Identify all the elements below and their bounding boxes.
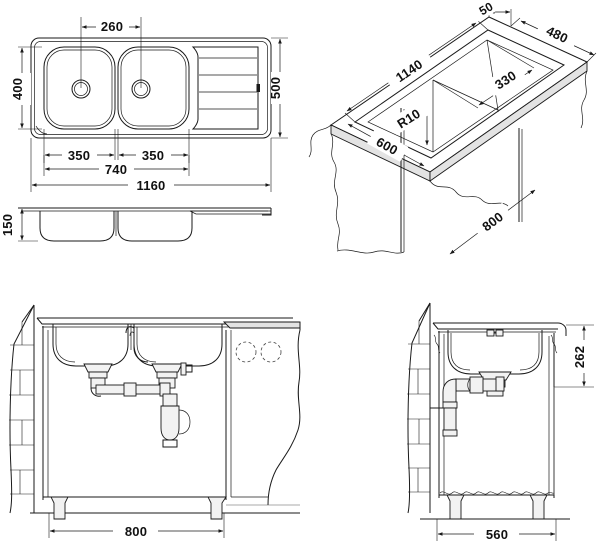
dim-plan-1160: 1160 [30,138,272,193]
dim-plan-350-right: 350 [117,129,190,163]
dim-label-740: 740 [105,162,127,177]
dim-plan-350-left: 350 [43,129,116,163]
dim-plan-260: 260 [80,17,142,88]
dim-label-500: 500 [268,77,283,99]
plan-drainboard [191,46,260,130]
dim-plan-740: 740 [43,155,190,177]
plan-right-bowl [117,46,190,130]
side-section-clips [433,334,558,354]
dim-label-150: 150 [0,214,15,236]
dim-plan-500: 500 [268,37,289,139]
dim-side-560: 560 [436,519,557,542]
isometric-view: 1140 50 480 [308,0,597,255]
dim-profile-150: 150 [0,207,38,242]
side-wall-brick-hatch [407,321,430,493]
dim-label-side-262: 262 [572,346,587,368]
front-section-hidden-holes [235,341,282,363]
dim-label-350-right: 350 [142,148,164,163]
dim-label-side-560: 560 [486,527,508,542]
side-section-bowl [447,330,543,375]
front-section-legs [50,496,227,520]
side-section-legs [446,494,548,520]
profile-view: 150 [0,207,272,242]
dim-label-iso-50: 50 [477,0,496,18]
dim-label-260: 260 [101,19,123,34]
front-section-waste-left [83,363,113,397]
side-section-view: 262 560 [407,302,594,542]
front-section-bowls [52,324,223,367]
side-section-trap [442,376,505,437]
dim-label-front-800: 800 [125,524,147,539]
front-section-view: 800 [9,304,301,539]
dim-label-400: 400 [10,78,25,100]
plan-left-bowl [43,46,116,130]
dim-label-350-left: 350 [68,148,90,163]
dim-label-1160: 1160 [136,178,165,193]
wall-brick-hatch [9,322,34,495]
dim-side-262: 262 [554,324,594,388]
side-section-plug [486,329,504,337]
dim-iso-50: 50 [469,0,512,26]
side-plinth-hatch [439,491,555,495]
front-section-bottle-trap [160,393,191,448]
plan-view: 260 400 500 350 [10,17,289,193]
front-section-waste-pipe [95,382,171,397]
dim-front-800: 800 [48,513,225,539]
dim-plan-400: 400 [10,46,42,130]
